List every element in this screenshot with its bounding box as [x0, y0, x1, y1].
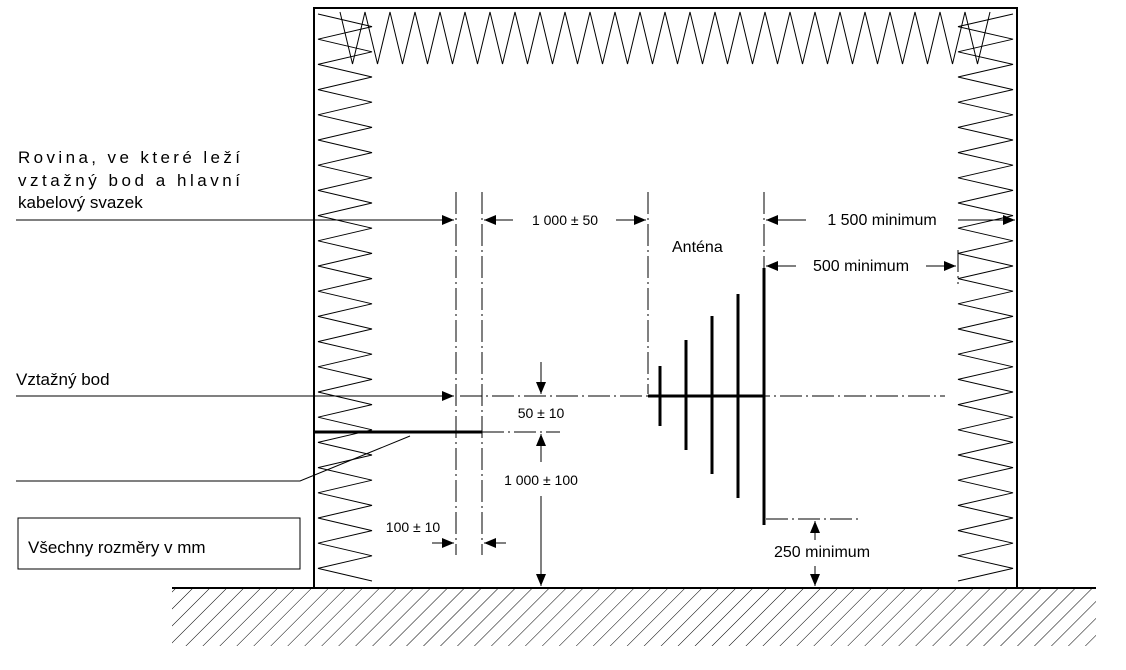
plane-label-line-1: Rovina, ve které leží: [18, 148, 240, 167]
dim-label-500-minimum: 500 minimum: [813, 258, 909, 275]
cable-harness-leader: [16, 435, 411, 482]
absorber-right: [957, 13, 1014, 582]
absorber-left: [317, 13, 373, 582]
dim-label-1500-minimum: 1 500 minimum: [827, 212, 936, 229]
dim-label-100-10: 100 ± 10: [386, 519, 441, 535]
dim-label-50-10: 50 ± 10: [518, 405, 565, 421]
reference-point-label: Vztažný bod: [16, 370, 110, 389]
antenna: [648, 268, 766, 525]
chamber-walls: [313, 7, 1018, 588]
absorber-top: [339, 11, 991, 65]
dim-label-1000-50: 1 000 ± 50: [532, 212, 598, 228]
units-note-box: [17, 517, 301, 570]
units-note: Všechny rozměry v mm: [28, 538, 206, 557]
ground-hatch: [172, 588, 1096, 646]
plane-label-line-2: vztažný bod a hlavní: [18, 171, 240, 190]
plane-label-line-3: kabelový svazek: [18, 193, 143, 212]
antenna-label: Anténa: [672, 239, 723, 256]
dim-label-250-minimum: 250 minimum: [774, 544, 870, 561]
dim-label-1000-100: 1 000 ± 100: [504, 472, 578, 488]
